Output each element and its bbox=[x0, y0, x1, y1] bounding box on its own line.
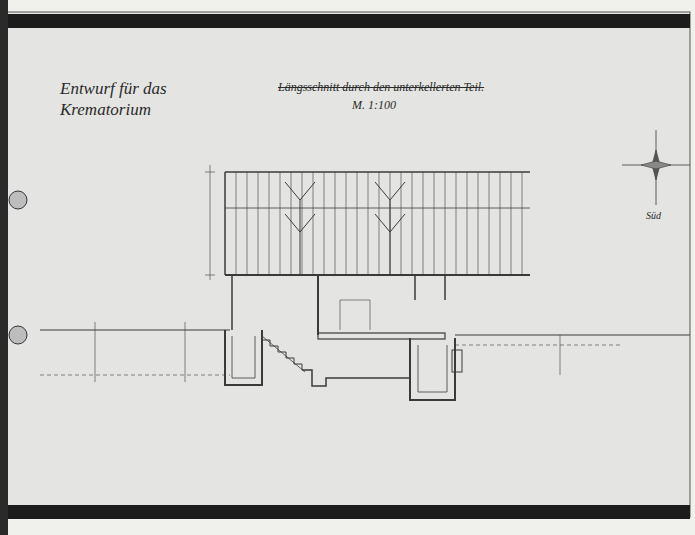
rafter-line bbox=[511, 172, 512, 275]
rafter-line bbox=[368, 172, 369, 275]
rafter-line bbox=[236, 172, 237, 275]
rafter-line bbox=[269, 172, 270, 275]
rafter-line bbox=[489, 172, 490, 275]
rafter-line bbox=[456, 172, 457, 275]
section-title: Längsschnitt durch den unterkellerten Te… bbox=[278, 80, 484, 95]
rafter-line bbox=[423, 172, 424, 275]
rafter-line bbox=[324, 172, 325, 275]
rafter-line bbox=[500, 172, 501, 275]
sheet-title: Entwurf für das Krematorium bbox=[60, 78, 180, 120]
rafter-line bbox=[445, 172, 446, 275]
rafter-line bbox=[434, 172, 435, 275]
rafter-line bbox=[478, 172, 479, 275]
compass-label: Süd bbox=[646, 210, 661, 221]
rafter-line bbox=[335, 172, 336, 275]
scale-note: M. 1:100 bbox=[352, 98, 396, 113]
rafter-line bbox=[467, 172, 468, 275]
rafter-line bbox=[280, 172, 281, 275]
rafter-line bbox=[522, 172, 523, 275]
rafter-line bbox=[291, 172, 292, 275]
rafter-line bbox=[302, 172, 303, 275]
rafter-line bbox=[357, 172, 358, 275]
rafter-line bbox=[346, 172, 347, 275]
rafter-line bbox=[313, 172, 314, 275]
rafter-line bbox=[412, 172, 413, 275]
rafter-line bbox=[258, 172, 259, 275]
rafter-line bbox=[247, 172, 248, 275]
